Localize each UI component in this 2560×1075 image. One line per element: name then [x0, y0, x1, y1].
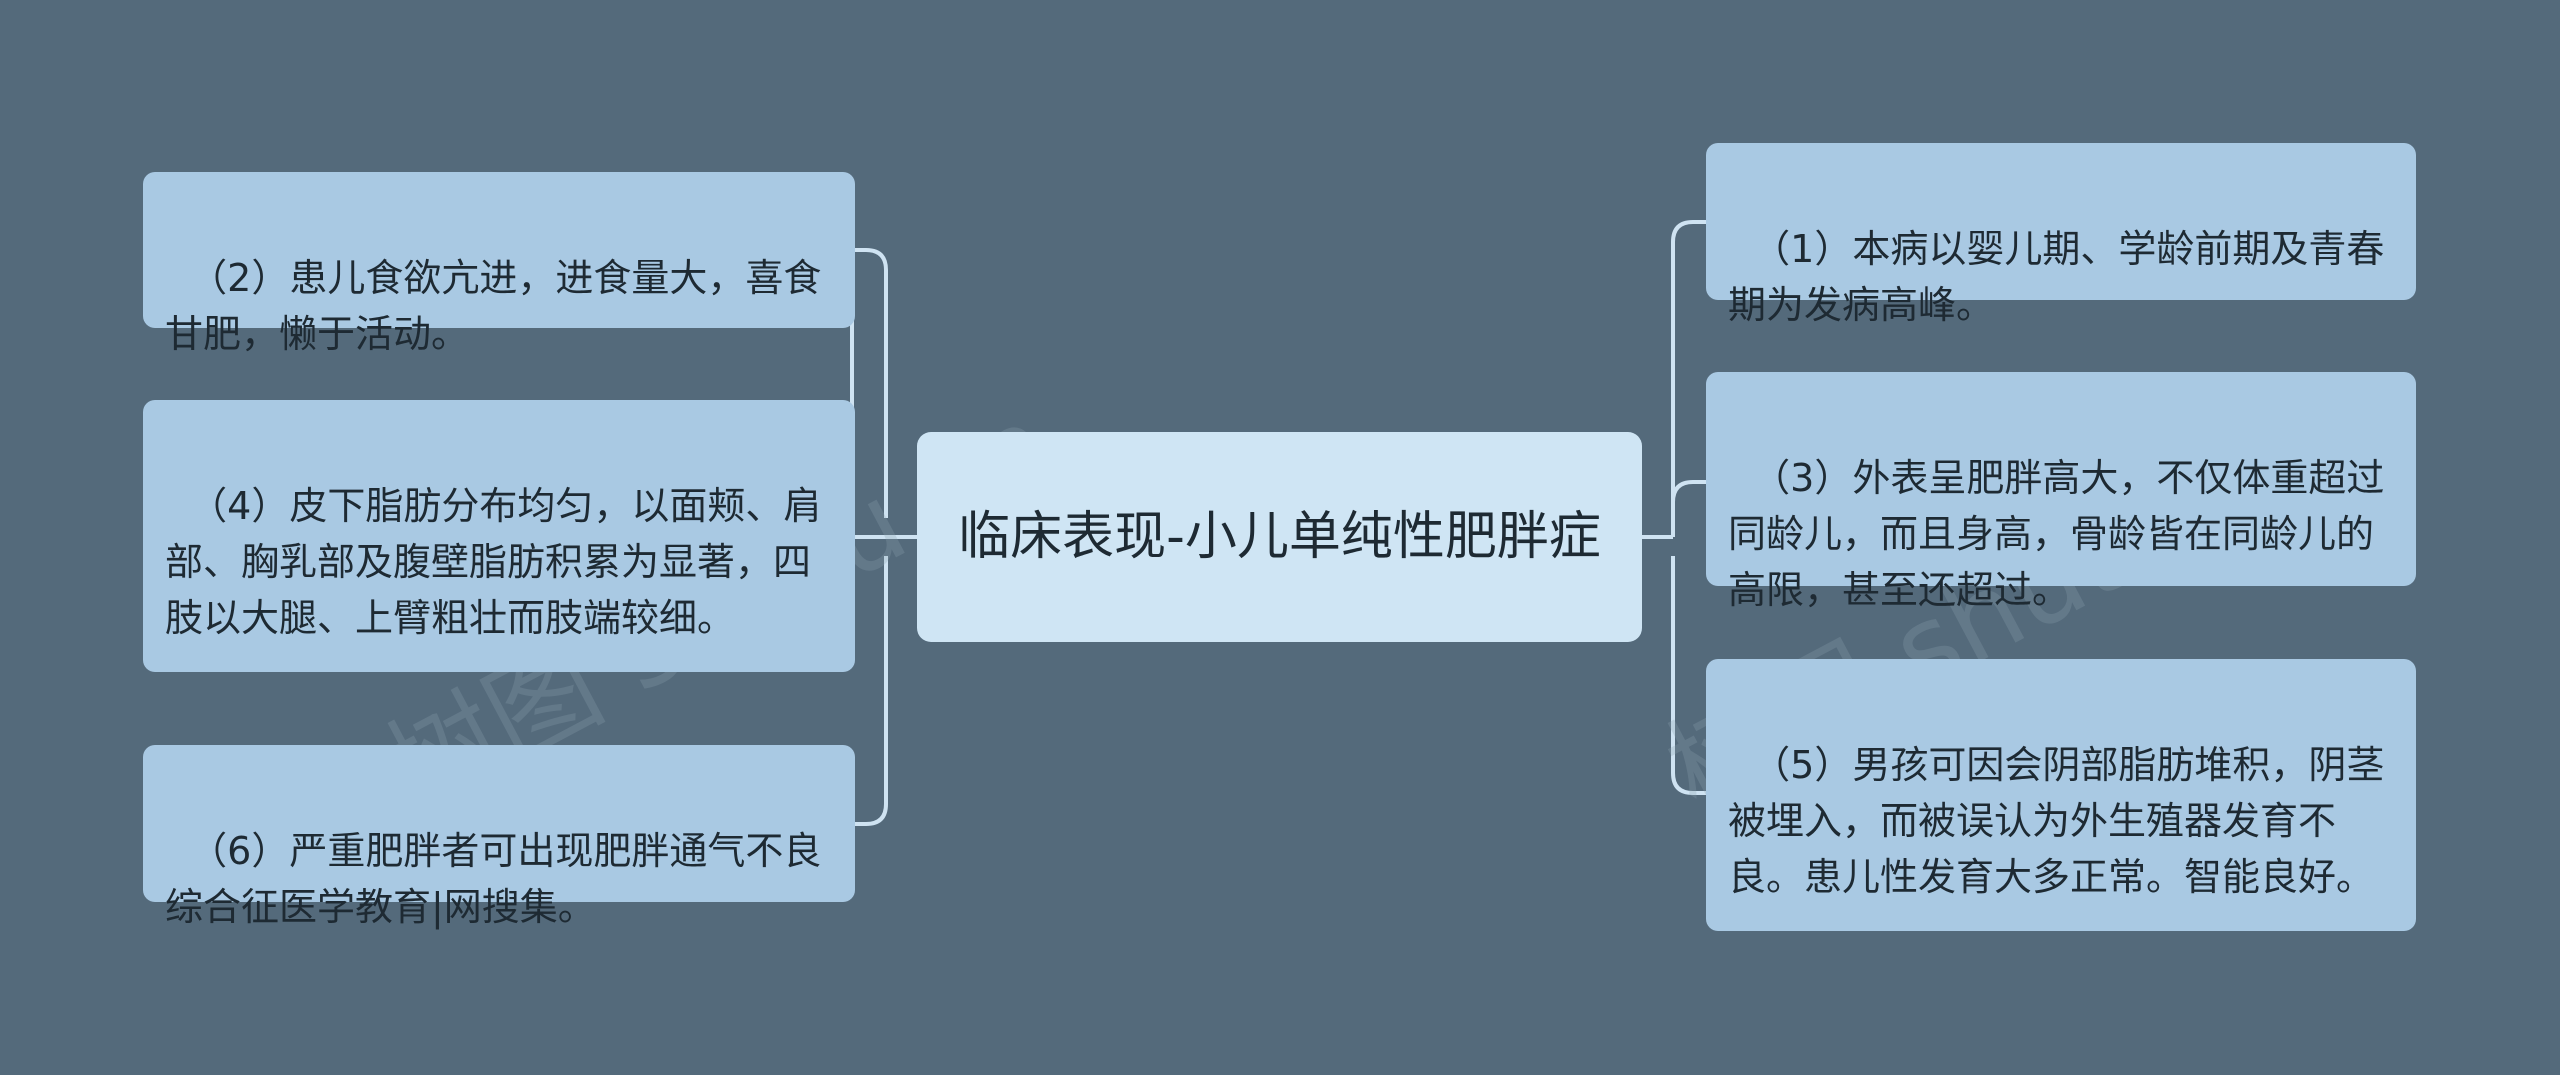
right-node-1-text: （1）本病以婴儿期、学龄前期及青春期为发病高峰。 — [1728, 227, 2385, 327]
connector-left-1-arc — [855, 248, 888, 518]
left-node-4-text: （4）皮下脂肪分布均匀，以面颊、肩部、胸乳部及腹壁脂肪积累为显著，四肢以大腿、上… — [165, 484, 822, 640]
right-node-3-text: （3）外表呈肥胖高大，不仅体重超过同龄儿，而且身高，骨龄皆在同龄儿的高限，甚至还… — [1728, 456, 2385, 612]
center-topic-label: 临床表现-小儿单纯性肥胖症 — [958, 507, 1601, 567]
right-node-1[interactable]: （1）本病以婴儿期、学龄前期及青春期为发病高峰。 — [1706, 143, 2416, 327]
right-node-5-text: （5）男孩可因会阴部脂肪堆积，阴茎被埋入，而被误认为外生殖器发育不良。患儿性发育… — [1728, 743, 2385, 899]
connector-left-3-arc — [855, 556, 888, 826]
left-node-2[interactable]: （2）患儿食欲亢进，进食量大，喜食甘肥，懒于活动。 — [143, 172, 855, 356]
left-node-4[interactable]: （4）皮下脂肪分布均匀，以面颊、肩部、胸乳部及腹壁脂肪积累为显著，四肢以大腿、上… — [143, 400, 855, 672]
left-node-2-text: （2）患儿食欲亢进，进食量大，喜食甘肥，懒于活动。 — [165, 256, 822, 356]
left-node-6[interactable]: （6）严重肥胖者可出现肥胖通气不良综合征医学教育|网搜集。 — [143, 745, 855, 929]
connector-right-2 — [1671, 480, 1706, 537]
left-node-6-text: （6）严重肥胖者可出现肥胖通气不良综合征医学教育|网搜集。 — [165, 829, 822, 929]
connector-right-1-arc — [1671, 220, 1706, 518]
connector-right-3-arc — [1671, 556, 1706, 795]
right-node-5[interactable]: （5）男孩可因会阴部脂肪堆积，阴茎被埋入，而被误认为外生殖器发育不良。患儿性发育… — [1706, 659, 2416, 931]
right-node-3[interactable]: （3）外表呈肥胖高大，不仅体重超过同龄儿，而且身高，骨龄皆在同龄儿的高限，甚至还… — [1706, 372, 2416, 612]
center-topic-node[interactable]: 临床表现-小儿单纯性肥胖症 — [917, 432, 1642, 642]
